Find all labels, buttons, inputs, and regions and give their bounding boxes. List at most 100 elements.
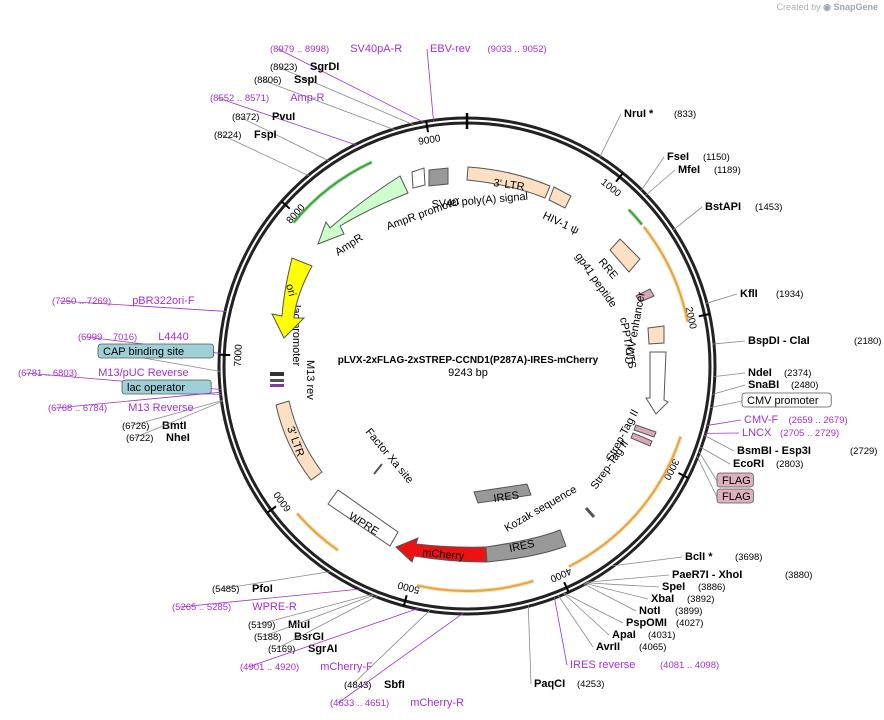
feature-mcherry[interactable] <box>395 537 487 563</box>
site-primer[interactable]: (8552 .. 8571)Amp-R <box>210 92 357 146</box>
feature-cmv-enhancer[interactable] <box>645 351 669 415</box>
feature-factor-xa[interactable] <box>373 463 383 475</box>
site-enzyme[interactable]: AvrII(4065) <box>557 595 666 653</box>
leader-line <box>129 400 223 427</box>
site-enzyme[interactable]: SgrDI(8923) <box>270 61 414 126</box>
site-enzyme[interactable]: MluI(5199) <box>248 593 373 631</box>
leader-line <box>585 582 660 588</box>
leader-line <box>563 593 610 636</box>
site-enzyme[interactable]: BsrGI(5188) <box>254 594 375 643</box>
feature-gp41[interactable] <box>635 288 655 303</box>
primer-name: pBR322ori-F <box>132 295 195 307</box>
site-enzyme[interactable]: BclI *(3698) <box>612 551 762 567</box>
site-boxpink[interactable]: FLAG <box>696 455 754 504</box>
enzyme-name: FspI <box>254 129 277 141</box>
site-enzyme[interactable]: NotI(3899) <box>583 583 702 617</box>
site-enzyme[interactable]: NdeI(2374) <box>713 367 812 379</box>
enzyme-name: NotI <box>639 605 660 617</box>
plasmid-length: 9243 bp <box>448 367 488 379</box>
feature-strep2[interactable] <box>630 432 653 447</box>
orf-arc-2[interactable] <box>568 436 682 568</box>
leader-line <box>527 605 532 685</box>
primer-name: L4440 <box>158 331 189 343</box>
enzyme-name: EcoRI <box>733 458 764 470</box>
site-boxblue[interactable]: lac operator <box>121 379 222 396</box>
enzyme-name: BsrGI <box>294 631 324 643</box>
enzyme-position: (8224) <box>214 130 241 141</box>
feature-ori[interactable] <box>271 257 313 339</box>
site-enzyme[interactable]: BmtI(6726) <box>122 400 223 432</box>
feature-lac-operator-mark[interactable] <box>270 372 284 376</box>
feature-wpre[interactable] <box>327 489 399 547</box>
site-enzyme[interactable]: BsmBI - Esp3I(2729) <box>703 434 877 457</box>
site-enzyme[interactable]: PspOMI(4027) <box>563 592 703 629</box>
leader-line <box>255 593 373 626</box>
feature-ires-outer[interactable] <box>485 529 567 563</box>
feature-ampr[interactable] <box>317 175 409 245</box>
primer-position: (4901 .. 4920) <box>240 662 299 673</box>
orf-arc-5[interactable] <box>628 208 643 226</box>
feature-strep1[interactable] <box>633 424 657 438</box>
site-boxpink[interactable]: FLAG <box>698 451 754 488</box>
site-enzyme[interactable]: MfeI(1189) <box>645 164 741 196</box>
site-primer[interactable]: (2705 .. 2729)LNCX <box>704 427 840 439</box>
leader-line <box>712 340 746 345</box>
site-primer[interactable]: (6768 .. 6784)M13 Reverse <box>48 391 222 414</box>
site-primer[interactable]: (5265 .. 5285)WPRE-R <box>172 588 361 613</box>
feature-3ltr-left[interactable] <box>275 400 323 481</box>
site-enzyme[interactable]: SnaBI(2480) <box>712 379 818 395</box>
site-boxwhite[interactable]: CMV promoter <box>710 392 832 409</box>
site-enzyme[interactable]: BspDI - ClaI(2180) <box>712 335 881 347</box>
site-enzyme[interactable]: SspI(8806) <box>254 74 395 131</box>
site-primer[interactable]: (4633 .. 4651)mCherry-R <box>330 612 464 709</box>
site-enzyme[interactable]: PvuI(8372) <box>232 111 330 162</box>
feature-sv40pa[interactable] <box>428 167 449 187</box>
orf-arc-1[interactable] <box>643 226 689 323</box>
tick-mark <box>563 581 570 593</box>
site-boxblue[interactable]: CAP binding site <box>97 343 221 372</box>
leader-line <box>277 48 425 124</box>
feature-ires-inner[interactable] <box>473 483 532 504</box>
site-enzyme[interactable]: EcoRI(2803) <box>700 446 803 470</box>
site-enzyme[interactable]: SpeI(3886) <box>585 581 725 593</box>
site-enzyme[interactable]: FspI (8224) <box>214 129 310 177</box>
tick-mark <box>425 121 430 133</box>
enzyme-position: (4027) <box>676 618 703 629</box>
site-primer[interactable]: (7250 .. 7269)pBR322ori-F <box>52 295 227 312</box>
feature-primer-mark[interactable] <box>270 384 284 387</box>
site-enzyme[interactable]: KflI(1934) <box>705 288 804 304</box>
site-primer[interactable]: (8979 .. 8998)SV40pA-R <box>270 43 425 124</box>
feature-m13rev-mark[interactable] <box>270 379 284 382</box>
site-enzyme[interactable]: FseI(1150) <box>640 151 730 191</box>
orf-arc-ampr[interactable] <box>292 161 373 224</box>
tick-mark <box>266 505 277 514</box>
feature-label-m13rev: M13 rev <box>304 360 316 400</box>
site-enzyme[interactable]: PaeR7I - XhoI(3880) <box>586 569 812 583</box>
feature-rre[interactable] <box>609 238 641 273</box>
leader-line <box>351 609 431 686</box>
feature-kozak[interactable] <box>584 507 596 518</box>
site-enzyme[interactable]: PfoI(5485) <box>212 571 331 595</box>
enzyme-position: (3892) <box>687 594 714 605</box>
site-enzyme[interactable]: SgrAI(5169) <box>268 595 378 655</box>
site-enzyme[interactable]: BstAPI(1453) <box>672 201 782 231</box>
orf-arc-3[interactable] <box>416 579 534 592</box>
site-primer[interactable]: (9033 .. 9052)EBV-rev <box>426 43 547 122</box>
site-enzyme[interactable]: NheI(6722) <box>126 400 223 444</box>
enzyme-position: (4843) <box>344 680 371 691</box>
site-enzyme[interactable]: NruI *(833) <box>599 108 697 158</box>
site-enzyme[interactable]: PaqCI(4253) <box>527 605 604 690</box>
feature-3ltr-top[interactable] <box>466 166 551 199</box>
feature-ampr-promoter[interactable] <box>411 167 426 189</box>
site-enzyme[interactable]: SbfI(4843) <box>344 609 431 691</box>
site-primer[interactable]: (2659 .. 2679)CMV-F <box>706 414 848 426</box>
feature-hiv1-psi[interactable] <box>548 186 572 209</box>
leader-line <box>703 434 735 452</box>
site-enzyme[interactable]: ApaI(4031) <box>563 593 676 641</box>
leader-line <box>710 400 743 409</box>
site-primer[interactable]: (4901 .. 4920)mCherry-F <box>240 607 419 673</box>
feature-cppt[interactable] <box>647 325 665 345</box>
orf-arc-4[interactable] <box>296 512 339 552</box>
site-enzyme[interactable]: XbaI(3892) <box>584 582 715 605</box>
site-primer[interactable]: (4081 .. 4098)IRES reverse <box>553 596 719 671</box>
